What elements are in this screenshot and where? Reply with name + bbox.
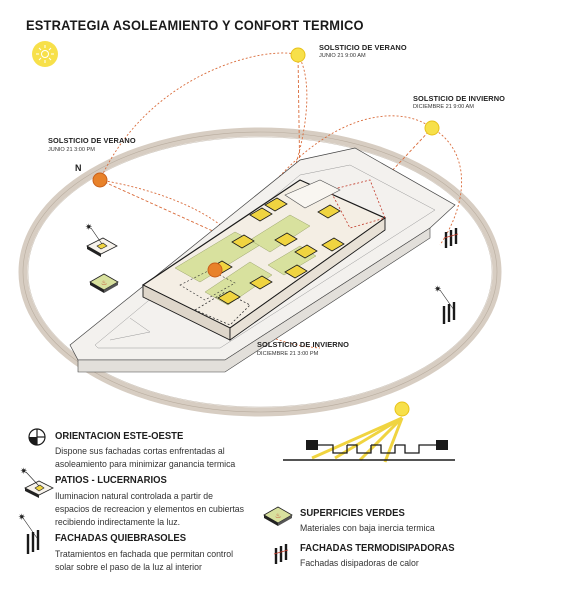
solstice-label: SOLSTICIO DE VERANO (319, 43, 407, 52)
legend-text: Dispone sus fachadas cortas enfrentadas … (55, 445, 225, 456)
legend-text: Materiales con baja inercia termica (300, 522, 435, 533)
brise-soleil-icon: ✷ (434, 284, 456, 324)
page-title: ESTRATEGIA ASOLEAMIENTO Y CONFORT TERMIC… (26, 17, 364, 33)
green-roof-icon: ♨ (263, 506, 293, 526)
heat-facade-icon (443, 228, 459, 248)
north-label: N (75, 163, 82, 173)
svg-text:♨: ♨ (101, 279, 107, 287)
solstice-label: SOLSTICIO DE INVIERNO (413, 94, 506, 103)
svg-text:✷: ✷ (18, 512, 26, 522)
section-sun-icon (394, 401, 410, 417)
legend-text: asoleamiento para minimizar ganancia ter… (55, 458, 236, 469)
heat-facade-icon (273, 544, 289, 564)
solstice-time: DICIEMBRE 21 9:00 AM (413, 104, 474, 110)
solstice-time: DICIEMBRE 21 3:00 PM (257, 351, 319, 357)
solstice-time: JUNIO 21 9:00 AM (319, 53, 366, 59)
brise-soleil-icon: ✷ (18, 512, 40, 554)
legend-title: FACHADAS TERMODISIPADORAS (300, 543, 455, 554)
legend-title: FACHADAS QUIEBRASOLES (55, 533, 187, 544)
sun-icon (32, 41, 58, 67)
compass-icon (28, 428, 46, 446)
courtyard-icon: ✷ (85, 222, 118, 257)
solstice-time: JUNIO 21 3:00 PM (48, 147, 95, 153)
legend-text: Fachadas disipadoras de calor (300, 557, 419, 568)
legend-text: espacios de recreacion y elementos en cu… (55, 503, 245, 514)
courtyard-icon: ✷ (20, 466, 54, 498)
sun-icon (290, 47, 306, 63)
orbit-ring (18, 127, 502, 417)
legend-title: SUPERFICIES VERDES (300, 508, 405, 519)
sun-icon (92, 172, 108, 188)
legend-title: ORIENTACION ESTE-OESTE (55, 431, 184, 442)
svg-text:✷: ✷ (85, 222, 93, 232)
legend-title: PATIOS - LUCERNARIOS (55, 475, 167, 486)
svg-text:✷: ✷ (434, 284, 442, 294)
green-roof-icon: ♨ (89, 273, 119, 293)
svg-text:✷: ✷ (20, 466, 28, 476)
legend-text: Tratamientos en fachada que permitan con… (55, 548, 234, 559)
solstice-label: SOLSTICIO DE VERANO (48, 136, 136, 145)
sun-icon (207, 262, 223, 278)
svg-text:♨: ♨ (275, 512, 281, 520)
legend-text: Iluminacion natural controlada a partir … (55, 490, 213, 501)
sun-icon (424, 120, 440, 136)
legend-text: recibiendo indirectamente la luz. (55, 516, 181, 527)
legend-text: solar sobre el paso de la luz al interio… (55, 561, 202, 572)
solstice-label: SOLSTICIO DE INVIERNO (257, 340, 350, 349)
section-diagram (283, 401, 455, 463)
